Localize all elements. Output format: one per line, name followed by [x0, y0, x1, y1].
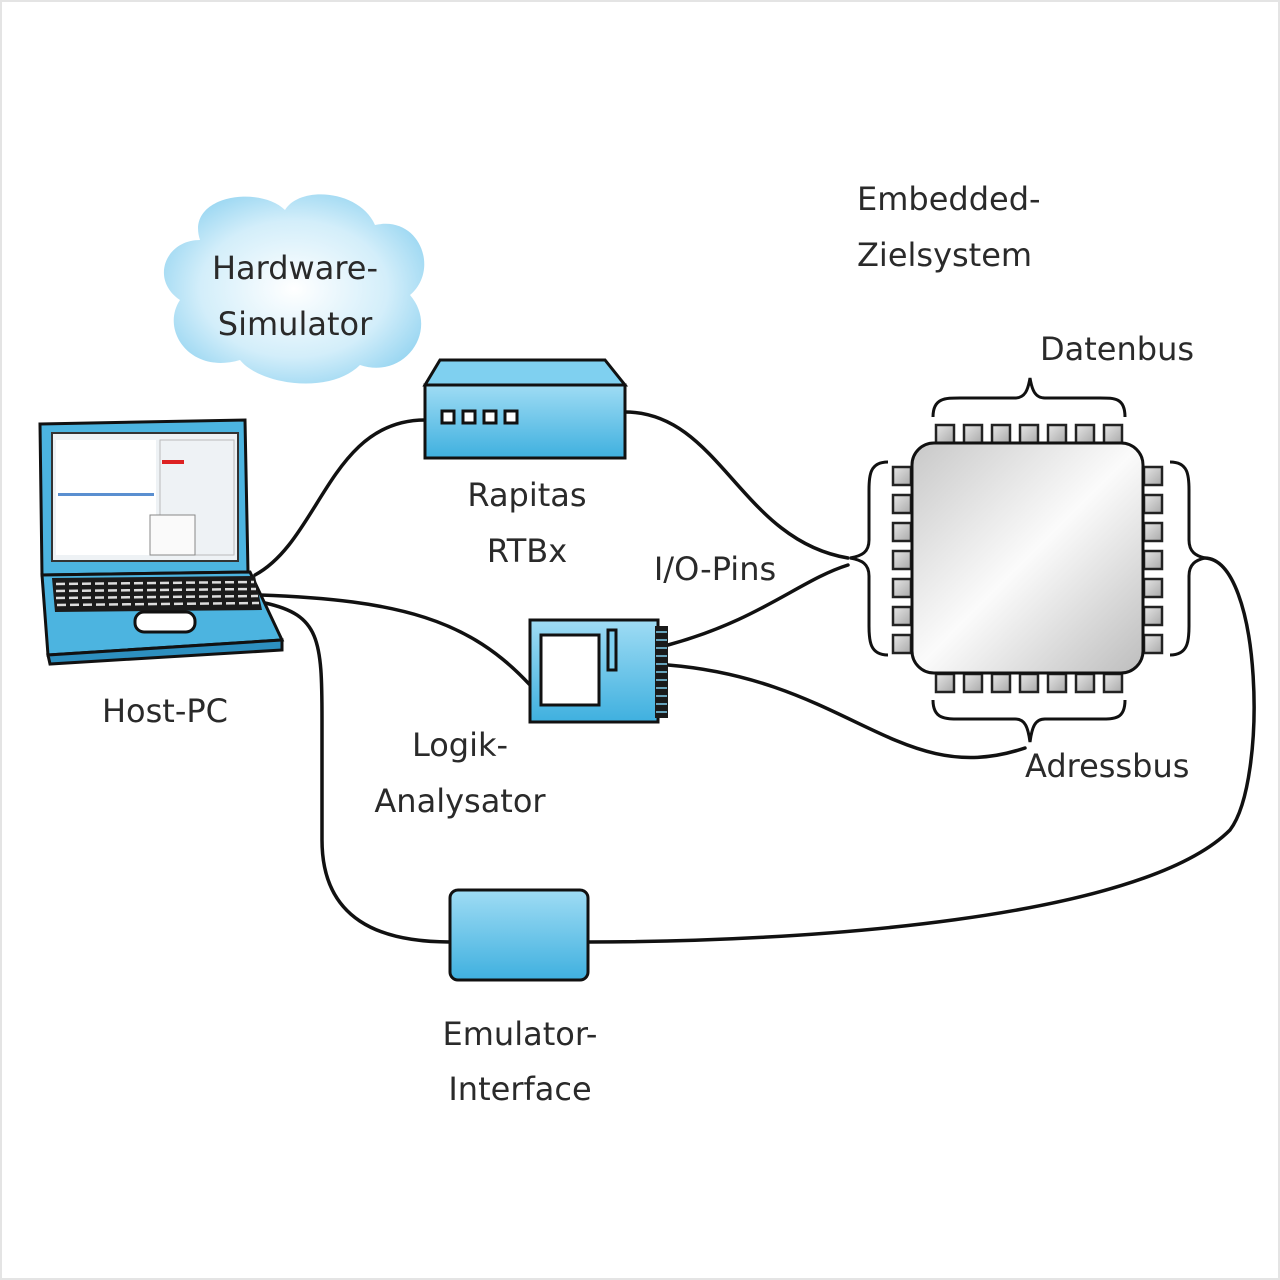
cable-host-to-logic-analyzer	[258, 593, 532, 687]
host-pc-laptop: Host-PC	[38, 418, 285, 730]
rapitas-label-2: RTBx	[487, 532, 567, 570]
data-bus-brace	[931, 377, 1127, 418]
host-pc-label: Host-PC	[102, 692, 228, 730]
cable-emulator-to-target	[586, 556, 1256, 944]
keyboard	[52, 576, 262, 612]
emulator-label-1: Emulator-	[443, 1015, 598, 1053]
right-pins-brace	[1169, 460, 1206, 657]
embedded-target-label-2: Zielsystem	[857, 236, 1032, 274]
logic-analyzer-device: Logik- Analysator	[374, 618, 668, 820]
address-bus-brace	[931, 699, 1127, 743]
embedded-target-label-1: Embedded-	[857, 180, 1041, 218]
logic-analyzer-label-1: Logik-	[412, 726, 508, 764]
hardware-simulator-label-1: Hardware-	[212, 249, 378, 287]
emulator-interface-device: Emulator- Interface	[443, 888, 598, 1108]
cable-rapitas-to-io-pins	[623, 410, 850, 560]
chip-pins	[891, 423, 1164, 694]
emulator-label-2: Interface	[448, 1070, 591, 1108]
data-bus-label: Datenbus	[1040, 330, 1194, 368]
rapitas-rtbx-device: Rapitas RTBx	[422, 358, 629, 570]
cable-logic-analyzer-to-io-pins	[666, 563, 850, 647]
logic-analyzer-label-2: Analysator	[374, 782, 546, 820]
rapitas-label-1: Rapitas	[467, 476, 586, 514]
cable-host-to-emulator	[263, 601, 452, 944]
embedded-target-system: Embedded- Zielsystem Datenbus Adressbus	[849, 180, 1206, 785]
address-bus-label: Adressbus	[1025, 747, 1189, 785]
microcontroller-chip	[910, 441, 1145, 675]
cables	[253, 410, 1256, 944]
hardware-simulator-cloud: Hardware- Simulator	[163, 194, 425, 384]
cable-host-to-rapitas	[253, 418, 427, 577]
io-pins-label: I/O-Pins	[654, 550, 776, 588]
cable-logic-analyzer-to-address-bus	[666, 663, 1027, 760]
touchpad	[133, 610, 197, 634]
left-io-brace	[849, 460, 889, 657]
hardware-simulator-label-2: Simulator	[218, 305, 373, 343]
